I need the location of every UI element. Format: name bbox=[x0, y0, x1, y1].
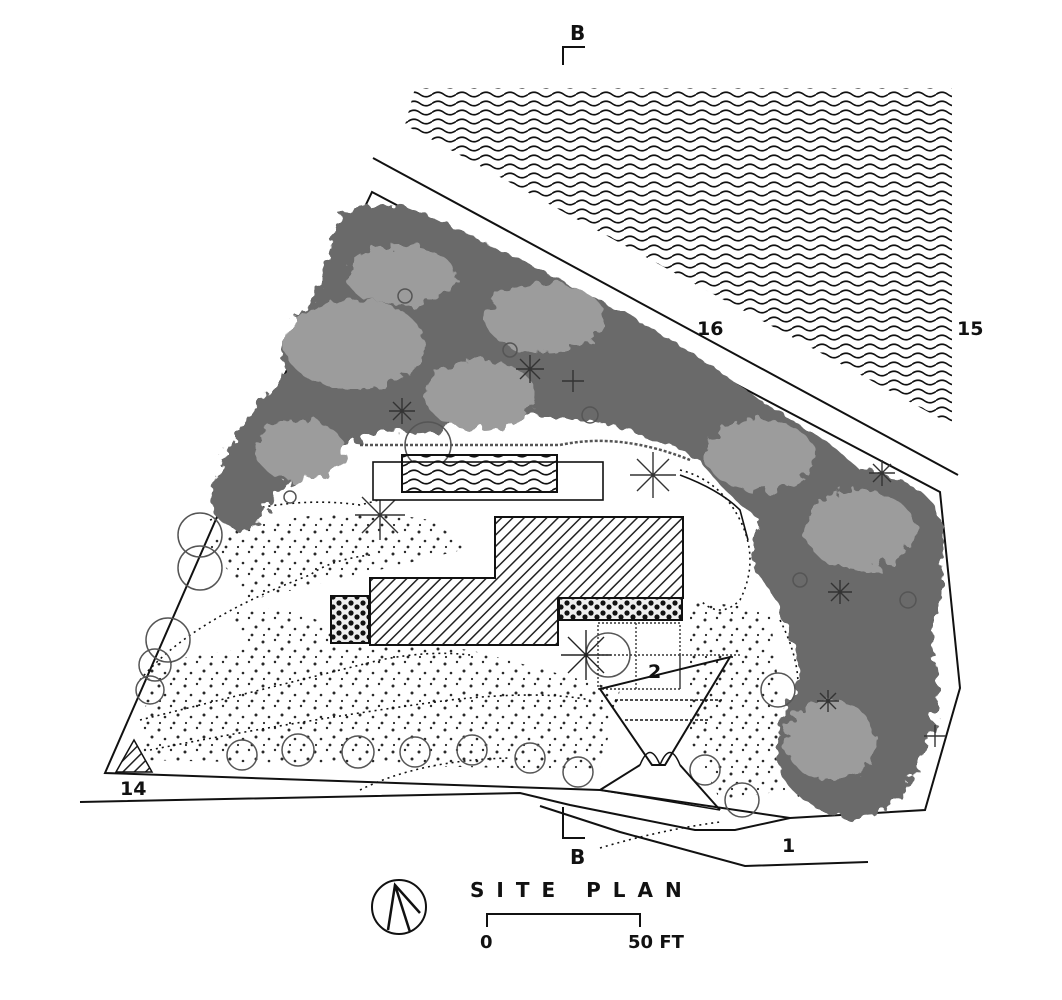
shore-edge-line bbox=[372, 157, 959, 476]
scale-bar: 0 50 FT bbox=[480, 913, 685, 953]
entry-path bbox=[598, 655, 733, 811]
palm-symbols bbox=[355, 355, 946, 747]
gravel-bed-west bbox=[330, 595, 370, 644]
section-label-bottom: B bbox=[570, 845, 585, 869]
ground-cover bbox=[140, 513, 790, 800]
callout-1: 1 bbox=[782, 835, 795, 857]
water-body bbox=[405, 88, 952, 425]
drawing-title: SITE PLAN bbox=[470, 878, 694, 902]
walkway-edge bbox=[679, 474, 749, 541]
section-label-top: B bbox=[570, 21, 585, 45]
courtyard-grid bbox=[597, 622, 742, 690]
scale-start-label: 0 bbox=[480, 932, 493, 953]
triangle-marker-icon bbox=[114, 738, 154, 773]
section-mark-bottom: B bbox=[562, 807, 585, 869]
callout-16: 16 bbox=[697, 318, 723, 340]
retaining-wall bbox=[360, 439, 691, 462]
north-arrow-icon bbox=[371, 879, 427, 935]
tree-canopy-light bbox=[255, 245, 915, 780]
house-roof bbox=[369, 516, 684, 646]
section-mark-top: B bbox=[562, 21, 585, 65]
callout-15: 15 bbox=[957, 318, 983, 340]
callout-2: 2 bbox=[648, 661, 661, 683]
scale-end-label: 50 FT bbox=[628, 932, 685, 953]
street-edge bbox=[79, 791, 869, 868]
pool bbox=[401, 454, 558, 493]
callout-14: 14 bbox=[120, 778, 146, 800]
gravel-bed-south bbox=[558, 597, 683, 621]
